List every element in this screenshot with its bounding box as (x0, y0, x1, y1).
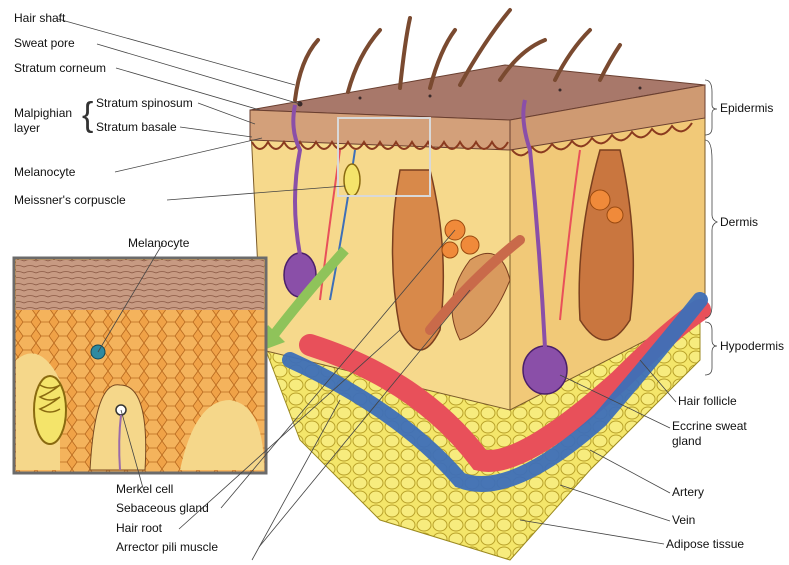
label-adipose-tissue: Adipose tissue (666, 537, 744, 551)
label-vein: Vein (672, 513, 695, 527)
malpighian-brace: { (82, 98, 93, 132)
label-stratum-basale: Stratum basale (96, 120, 177, 134)
label-meissners-corpuscle: Meissner's corpuscle (14, 193, 126, 207)
label-epidermis: Epidermis (720, 101, 773, 115)
label-stratum-corneum: Stratum corneum (14, 61, 106, 75)
label-hair-root: Hair root (116, 521, 162, 535)
label-merkel-cell: Merkel cell (116, 482, 173, 496)
label-hair-follicle: Hair follicle (678, 394, 737, 408)
label-malpighian-layer-line1: Malpighian (14, 106, 72, 120)
label-eccrine-sweat-gland-line2: gland (672, 434, 701, 448)
label-hair-shaft: Hair shaft (14, 11, 65, 25)
label-arrector-pili-muscle: Arrector pili muscle (116, 540, 218, 554)
inset-magnified-view (14, 258, 266, 473)
label-eccrine-sweat-gland-line1: Eccrine sweat (672, 419, 747, 433)
label-sebaceous-gland: Sebaceous gland (116, 501, 209, 515)
label-stratum-spinosum: Stratum spinosum (96, 96, 193, 110)
label-dermis: Dermis (720, 215, 758, 229)
meissners-corpuscle (344, 164, 360, 196)
label-sweat-pore: Sweat pore (14, 36, 75, 50)
label-hypodermis: Hypodermis (720, 339, 784, 353)
label-artery: Artery (672, 485, 704, 499)
label-inset-melanocyte: Melanocyte (128, 236, 189, 250)
label-malpighian-layer-line2: layer (14, 121, 40, 135)
label-melanocyte: Melanocyte (14, 165, 75, 179)
